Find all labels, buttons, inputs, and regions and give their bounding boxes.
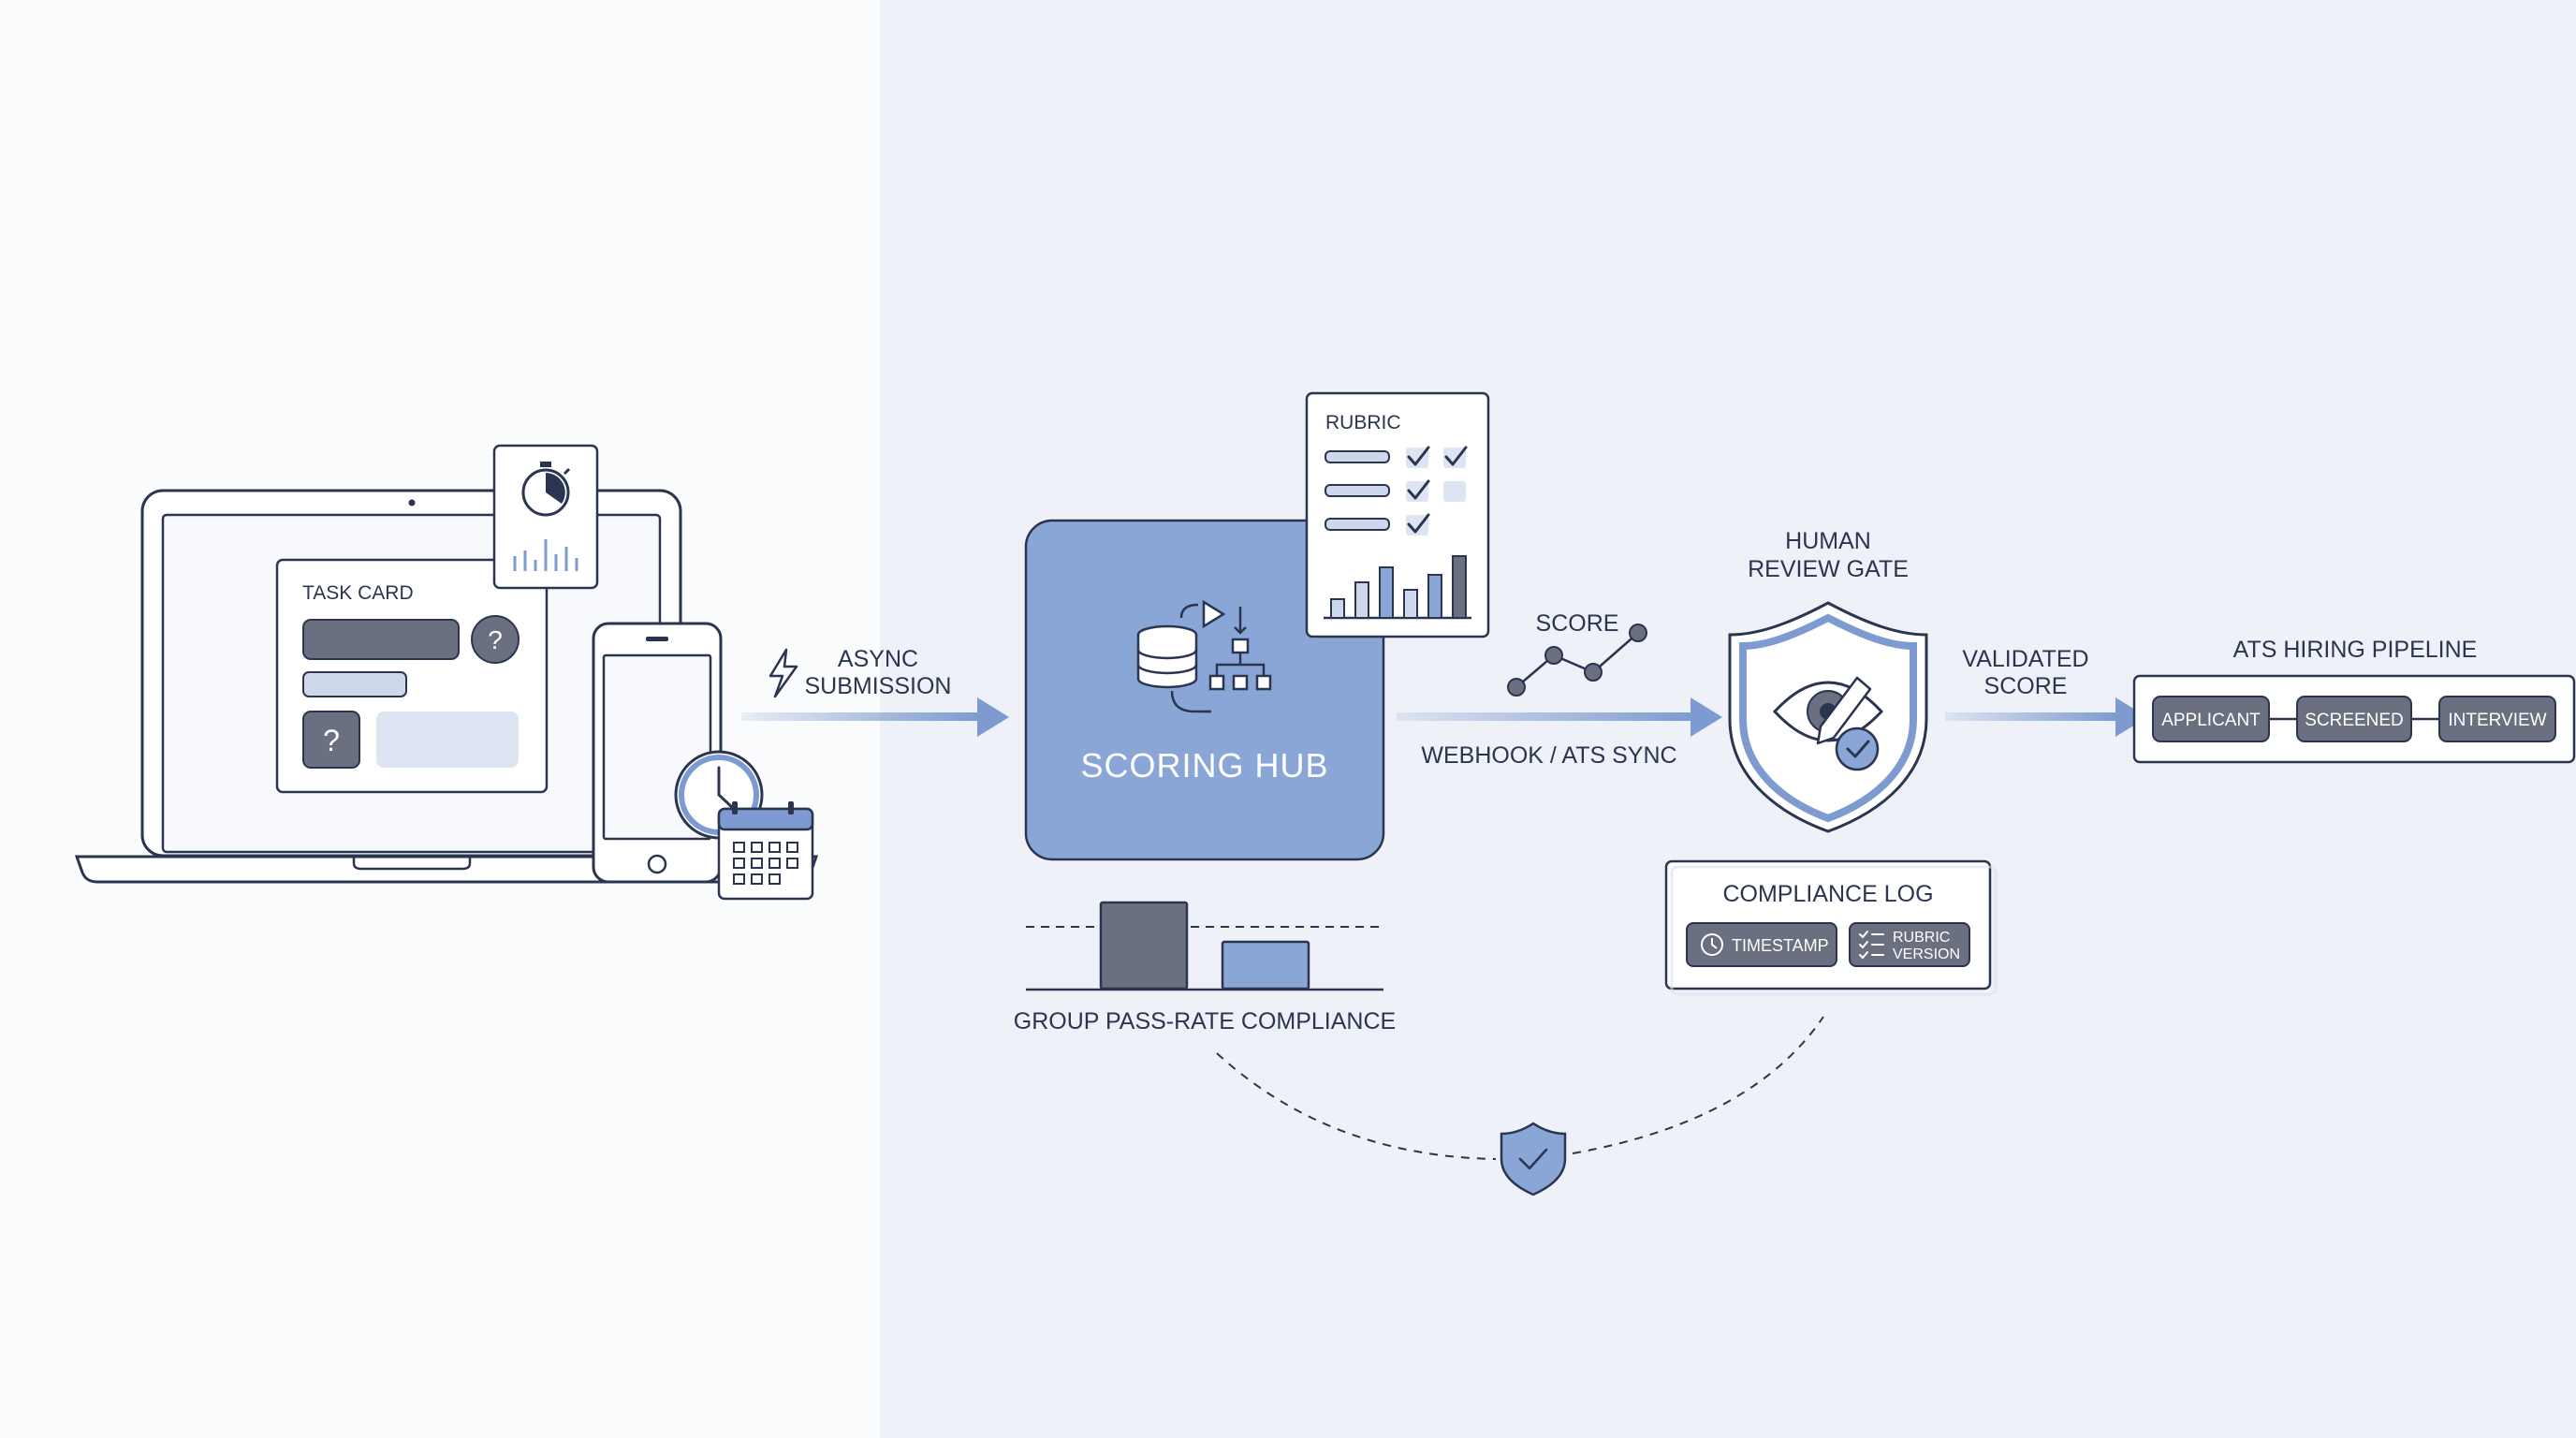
pipeline-stage-interview — [2438, 696, 2556, 742]
group-pass-rate-chart: GROUP PASS-RATE COMPLIANCE — [1014, 901, 1396, 1034]
timestamp-clock-icon — [1701, 933, 1723, 956]
feedback-arc-right — [1572, 1016, 1824, 1154]
lightning-icon — [768, 648, 798, 698]
validated-label-line2: SCORE — [1984, 673, 2068, 699]
ats-pipeline-title: ATS HIRING PIPELINE — [2233, 637, 2478, 663]
webhook-arrow — [1397, 697, 1722, 737]
pipeline-stage-applicant — [2152, 696, 2270, 742]
checklist-icon — [1859, 931, 1884, 960]
question-mark-1: ? — [488, 625, 503, 654]
group-a-bar — [1099, 901, 1189, 990]
async-label-line2: SUBMISSION — [805, 673, 952, 699]
task-short-bar — [302, 671, 407, 697]
scoring-hub-title: SCORING HUB — [1080, 746, 1328, 785]
task-card-title: TASK CARD — [302, 582, 414, 604]
pipeline-stage-interview-label: INTERVIEW — [2448, 711, 2546, 730]
calendar-icon — [717, 801, 814, 901]
pipeline-stage-applicant-label: APPLICANT — [2161, 711, 2261, 730]
timestamp-chip — [1686, 922, 1837, 967]
shield-review-icon — [1728, 601, 1928, 833]
ats-pipeline: APPLICANT SCREENED INTERVIEW — [2132, 674, 2576, 764]
validated-score-arrow — [1945, 697, 2147, 737]
smartphone-icon — [592, 622, 723, 884]
score-label: SCORE — [1536, 610, 1619, 637]
feedback-arc-left — [1216, 1052, 1497, 1160]
task-answer-box — [376, 712, 519, 768]
stopwatch-icon — [492, 444, 599, 590]
task-card: TASK CARD ? ? — [275, 558, 549, 794]
timestamp-label: TIMESTAMP — [1732, 936, 1829, 955]
small-shield-check-icon — [1500, 1122, 1567, 1196]
review-gate-title-line1: HUMAN — [1785, 528, 1871, 554]
rubric-title: RUBRIC — [1325, 412, 1401, 433]
pipeline-stage-screened-label: SCREENED — [2305, 711, 2404, 730]
rubric-version-label-line1: RUBRIC — [1893, 930, 1950, 946]
rubric-card: RUBRIC — [1305, 391, 1490, 638]
validated-label-line1: VALIDATED — [1962, 646, 2088, 672]
group-pass-rate-label: GROUP PASS-RATE COMPLIANCE — [1014, 1008, 1396, 1034]
question-badge-round — [471, 615, 520, 664]
question-badge-square — [302, 711, 360, 769]
compliance-log: COMPLIANCE LOG TIMESTAMP RUBRIC VERSION — [1664, 859, 1998, 996]
database-workflow-icon — [1136, 599, 1272, 713]
pipeline-stage-screened — [2296, 696, 2412, 742]
scoring-hub: SCORING HUB — [1024, 519, 1385, 861]
rubric-version-label-line2: VERSION — [1893, 946, 1960, 962]
review-gate-title-line2: REVIEW GATE — [1748, 556, 1909, 582]
question-mark-2: ? — [323, 724, 340, 757]
score-trend-icon — [1507, 624, 1647, 697]
task-answer-bar — [302, 619, 460, 660]
group-b-bar — [1221, 940, 1310, 990]
compliance-log-title: COMPLIANCE LOG — [1722, 881, 1933, 907]
async-label-line1: ASYNC — [838, 646, 918, 672]
async-submission-arrow — [741, 697, 1009, 737]
webhook-label: WEBHOOK / ATS SYNC — [1421, 742, 1676, 769]
